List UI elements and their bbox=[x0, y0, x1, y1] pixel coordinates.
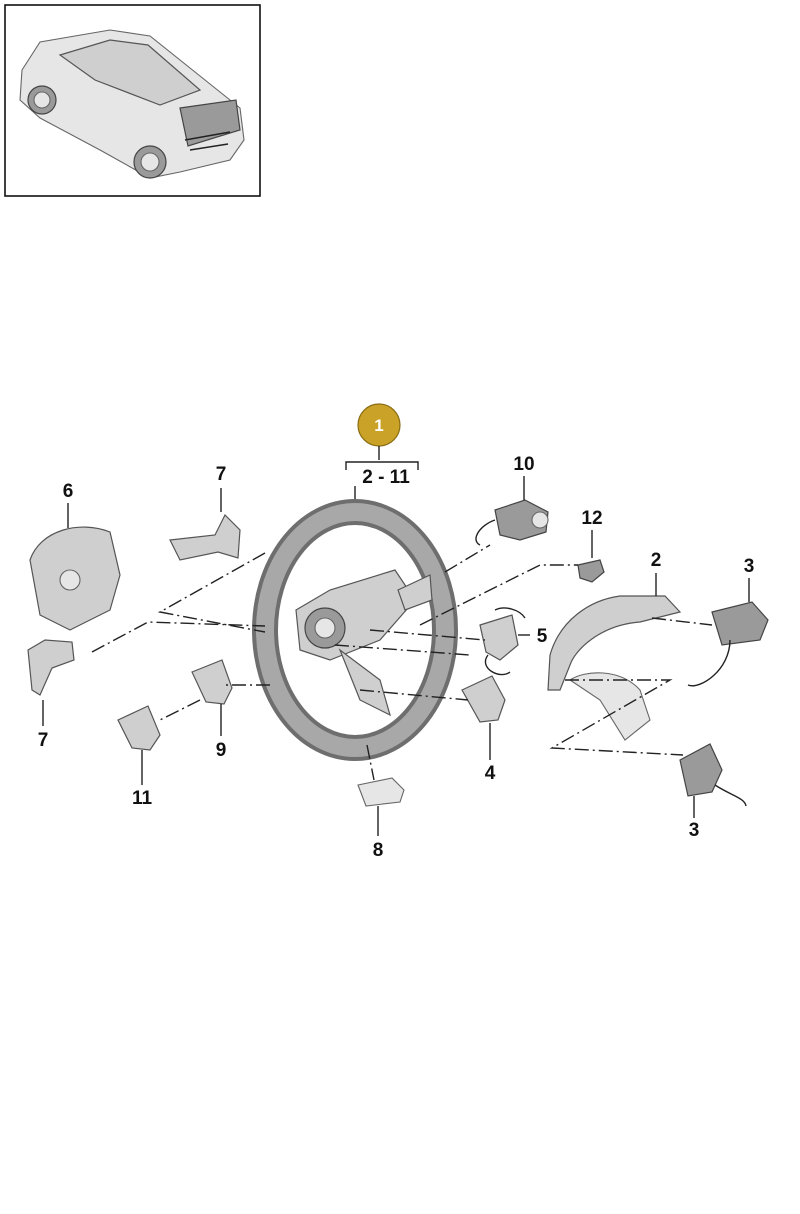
connection-lines bbox=[91, 544, 713, 781]
callout-6: 6 bbox=[63, 481, 74, 502]
group-badge: 1 bbox=[357, 403, 401, 447]
callout-3-upper: 3 bbox=[744, 556, 755, 577]
range-label: 2 - 11 bbox=[362, 467, 410, 488]
callout-8: 8 bbox=[373, 840, 384, 861]
callout-7-lower: 7 bbox=[38, 730, 49, 751]
callout-9: 9 bbox=[216, 740, 227, 761]
part-5-harness bbox=[479, 607, 530, 676]
part-2-trim-cover bbox=[547, 573, 682, 741]
part-8-module bbox=[357, 777, 405, 836]
part-3-switch-upper bbox=[687, 578, 769, 687]
callout-labels: 2 3 3 4 5 6 7 7 8 9 10 11 12 bbox=[38, 454, 755, 861]
suv-illustration bbox=[19, 29, 245, 179]
vehicle-thumbnail bbox=[4, 4, 261, 197]
part-6-rear-cover bbox=[29, 503, 121, 631]
callout-2: 2 bbox=[651, 550, 662, 571]
callout-7-upper: 7 bbox=[216, 464, 227, 485]
steering-wheel bbox=[252, 499, 458, 761]
badge-label: 1 bbox=[374, 416, 383, 435]
part-4-bracket bbox=[461, 675, 506, 760]
part-10-airbag-contact bbox=[475, 476, 549, 546]
part-9-bracket bbox=[191, 659, 233, 736]
part-7-paddle-lower bbox=[27, 639, 75, 726]
callout-4: 4 bbox=[485, 763, 496, 784]
callout-11: 11 bbox=[132, 788, 153, 809]
callout-10: 10 bbox=[513, 454, 534, 475]
part-12-plug bbox=[577, 530, 605, 583]
callout-3-lower: 3 bbox=[689, 820, 700, 841]
callout-5: 5 bbox=[537, 626, 548, 647]
part-7-paddle-upper bbox=[169, 488, 241, 561]
callout-12: 12 bbox=[581, 508, 602, 529]
part-3-switch-lower bbox=[679, 743, 747, 818]
part-11-bracket bbox=[117, 705, 161, 785]
